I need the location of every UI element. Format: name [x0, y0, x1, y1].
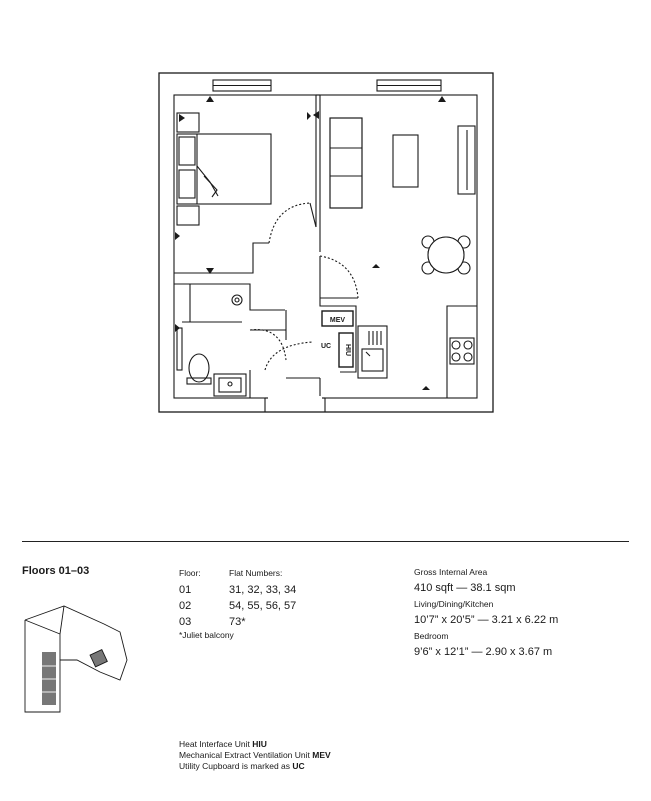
divider [22, 541, 629, 542]
bed [176, 112, 272, 226]
bedroom-wall-lower [174, 242, 269, 274]
coffee-table [392, 134, 419, 188]
bathroom-wall [174, 283, 285, 311]
floor-row-2: 03 [179, 616, 192, 628]
dining-table [421, 235, 471, 275]
floor-header: Floor: [179, 568, 201, 578]
bed-label: Bedroom [414, 631, 449, 641]
flats-row-1: 54, 55, 56, 57 [229, 600, 297, 612]
outer-wall [158, 72, 494, 413]
gia-value: 410 sqft — 38.1 sqm [414, 582, 516, 594]
hiu-label: HIU [344, 344, 351, 356]
ldk-label: Living/Dining/Kitchen [414, 599, 494, 609]
toilet [176, 327, 212, 385]
flats-row-2: 73* [229, 616, 246, 628]
floors-title: Floors 01–03 [22, 565, 90, 577]
window-bedroom [212, 79, 272, 92]
window-living [376, 79, 442, 92]
key-highlight [42, 652, 56, 705]
key-highlight-unit [89, 649, 108, 668]
flats-row-0: 31, 32, 33, 34 [229, 584, 297, 596]
uc-label: UC [321, 343, 331, 350]
flats-header: Flat Numbers: [229, 568, 283, 578]
sofa [329, 117, 363, 209]
bedroom-door-swing [268, 202, 311, 244]
kitchen-sink [357, 325, 388, 379]
floor-plan: MEV HIU UC [158, 72, 494, 413]
mev-label: MEV [330, 317, 346, 324]
basin [213, 373, 247, 397]
mev-unit [321, 310, 354, 327]
bed-value: 9’6” x 12’1” — 2.90 x 3.67 m [414, 646, 553, 658]
legend-hiu: Heat Interface Unit HIU [179, 739, 267, 749]
kitchen [446, 305, 477, 398]
hall-door-swing [264, 341, 313, 371]
floor-row-1: 02 [179, 600, 192, 612]
ventilation-markers [175, 96, 446, 390]
area-info: Gross Internal Area 410 sqft — 38.1 sqm … [414, 566, 558, 662]
floor-column: Floor: 01 02 03 [179, 566, 201, 630]
floor-row-0: 01 [179, 584, 192, 596]
living-door-swing [319, 255, 359, 299]
legend-mev: Mechanical Extract Ventilation Unit MEV [179, 750, 331, 760]
hiu-unit [338, 332, 354, 368]
juliet-note: *Juliet balcony [179, 630, 234, 640]
legend: Heat Interface Unit HIU Mechanical Extra… [179, 739, 331, 772]
key-plan [24, 605, 128, 713]
bathroom-door-swing [249, 329, 287, 361]
flats-column: Flat Numbers: 31, 32, 33, 34 54, 55, 56,… [229, 566, 296, 630]
legend-uc: Utility Cupboard is marked as UC [179, 761, 305, 771]
gia-label: Gross Internal Area [414, 567, 488, 577]
tv-unit [457, 125, 476, 195]
ldk-value: 10’7” x 20’5” — 3.21 x 6.22 m [414, 614, 559, 626]
